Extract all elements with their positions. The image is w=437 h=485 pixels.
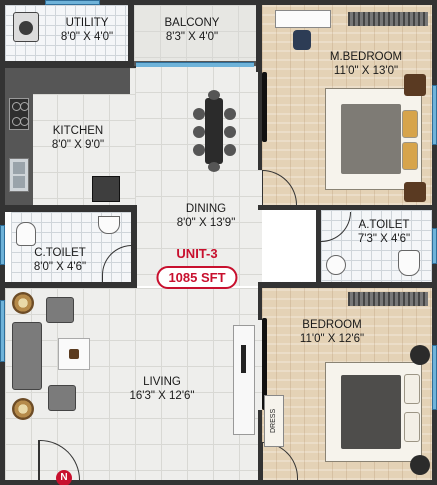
- washbasin-icon: [98, 216, 120, 234]
- master-bed-pillow-top: [402, 110, 418, 138]
- north-label: N: [60, 472, 68, 483]
- toilet-icon: [398, 250, 420, 276]
- wall-master-bedroom-bottom: [258, 205, 437, 210]
- wall-bedroom-left-bottom: [258, 410, 262, 480]
- wall-atoilet-left: [316, 205, 321, 285]
- window-bedroom-right: [432, 345, 437, 410]
- bed-pillow-bottom: [404, 412, 420, 442]
- master-bed-pillow-bottom: [402, 142, 418, 170]
- armchair-icon: [46, 297, 74, 323]
- kitchen-sink-icon: [9, 158, 29, 192]
- utility-label: UTILITY 8'0" X 4'0": [60, 17, 114, 43]
- sliding-door-bedroom-2: [262, 340, 267, 410]
- dining-chair: [193, 126, 205, 138]
- wall-bedroom-top: [258, 282, 437, 288]
- sliding-door-balcony: [136, 62, 254, 67]
- nightstand-top: [404, 74, 426, 96]
- toilet-icon: [16, 222, 36, 246]
- desk-chair-icon: [293, 30, 311, 50]
- unit-title: UNIT-3: [176, 246, 218, 261]
- cupboard-bedroom: [348, 292, 428, 306]
- sliding-door-master-bedroom: [262, 72, 267, 142]
- common-toilet-label: C.TOILET 8'0" X 4'6": [33, 247, 87, 273]
- dress-cabinet: [264, 395, 284, 447]
- master-bed-icon: [325, 88, 422, 190]
- window-master-bedroom-right: [432, 85, 437, 145]
- tv-icon: [241, 345, 246, 373]
- kitchen-counter-top: [5, 68, 130, 94]
- wall-toilet-bottom: [0, 282, 137, 288]
- living-label: LIVING 16'3" X 12'6": [129, 376, 195, 402]
- master-bedroom-label: M.BEDROOM 11'0" X 13'0": [329, 51, 403, 77]
- balcony-floor: [134, 5, 256, 61]
- dining-floor: [135, 66, 262, 286]
- wall-utility-balcony: [128, 5, 134, 65]
- attached-toilet-label: A.TOILET 7'3" X 4'6": [357, 219, 411, 245]
- wall-balcony-bedroom: [256, 0, 262, 72]
- window-toilet-left: [0, 225, 5, 265]
- dining-chair: [193, 108, 205, 120]
- stove-icon: [9, 98, 29, 130]
- outer-wall-bottom: [0, 480, 437, 485]
- plant-icon: [12, 292, 34, 314]
- armchair-icon: [48, 385, 76, 411]
- dining-chair: [224, 126, 236, 138]
- washing-machine-icon: [13, 12, 39, 42]
- plant-icon: [12, 398, 34, 420]
- wall-kitchen-toilet: [0, 205, 137, 212]
- dining-chair: [193, 144, 205, 156]
- window-atoilet-right: [432, 228, 437, 264]
- dining-chair: [224, 144, 236, 156]
- wall-bedroom-left-upper: [258, 72, 262, 170]
- unit-area-badge: 1085 SFT: [156, 266, 238, 289]
- window-utility-top: [45, 0, 100, 5]
- bedroom-label: BEDROOM 11'0" X 12'6": [299, 319, 365, 345]
- cupboard-master-bedroom: [348, 12, 428, 26]
- window-living-left: [0, 300, 5, 362]
- kitchen-label: KITCHEN 8'0" X 9'0": [51, 125, 105, 151]
- dining-chair: [208, 162, 220, 172]
- balcony-label: BALCONY 8'3" X 4'0": [164, 17, 220, 43]
- wall-toilet-right: [131, 205, 137, 285]
- coffee-table-icon: [58, 338, 90, 370]
- dining-table-icon: [205, 98, 223, 164]
- tv-unit-icon: [233, 325, 255, 435]
- dress-label: DRESS: [270, 408, 277, 434]
- refrigerator-icon: [92, 176, 120, 202]
- dining-chair: [224, 108, 236, 120]
- nightstand-bottom: [404, 182, 426, 202]
- dining-label: DINING 8'0" X 13'9": [176, 203, 236, 229]
- sofa-icon: [12, 322, 42, 390]
- nightstand-bedroom-bottom: [410, 455, 430, 475]
- dining-chair: [208, 90, 220, 100]
- study-desk: [275, 10, 331, 28]
- bed-pillow-top: [404, 374, 420, 404]
- outer-wall-top: [0, 0, 437, 5]
- wall-bedroom-left-lower: [258, 282, 262, 320]
- washbasin-icon: [326, 255, 346, 275]
- north-compass-icon: N: [56, 470, 72, 485]
- nightstand-bedroom-top: [410, 345, 430, 365]
- wall-utility-kitchen: [0, 61, 136, 68]
